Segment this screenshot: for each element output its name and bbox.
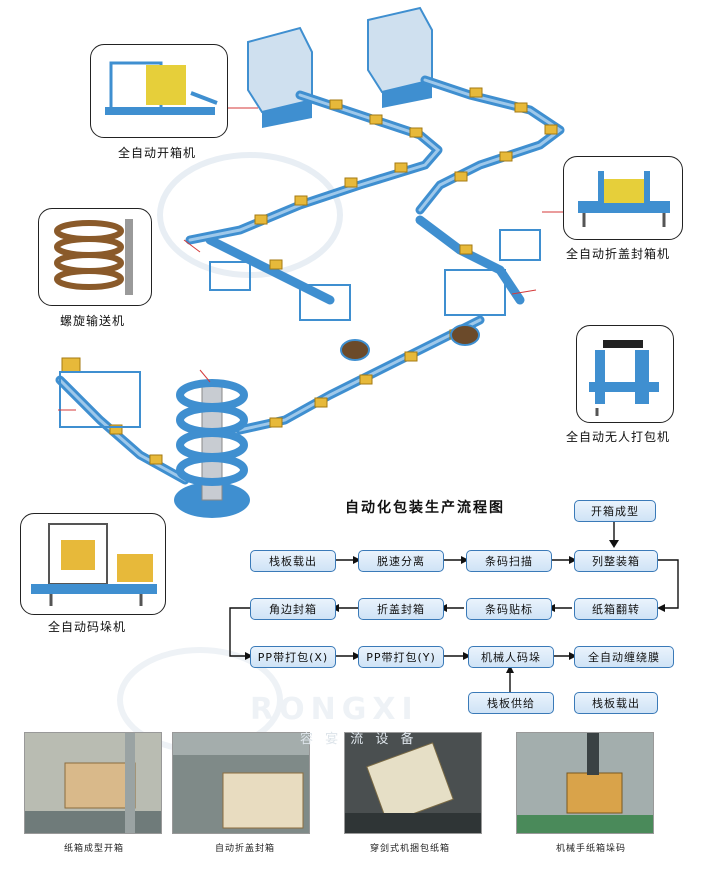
flow-step-flap-seal: 折盖封箱: [358, 598, 444, 620]
watermark-cn: 容 宴 流 设 备: [300, 732, 418, 747]
photo-robot-palletizing: [516, 732, 654, 834]
caption-robot-palletizing: 机械手纸箱垛码: [556, 844, 627, 854]
watermark-brand: RONGXI: [250, 692, 419, 727]
conveyor-path-3: [205, 235, 335, 305]
flowchart-title: 自动化包装生产流程图: [345, 500, 505, 516]
caption-case-erecting: 纸箱成型开箱: [64, 844, 125, 854]
label-palletizer: 全自动码垛机: [48, 620, 127, 634]
flow-step-stretch-wrap: 全自动缠绕膜: [574, 646, 674, 668]
strapping-units: [340, 324, 480, 361]
flow-step-decel-separate: 脱速分离: [358, 550, 444, 572]
label-case-sealer: 全自动折盖封箱机: [566, 247, 671, 261]
flow-step-corner-seal: 角边封箱: [250, 598, 336, 620]
label-spiral-conveyor: 螺旋输送机: [60, 314, 126, 328]
spiral-conveyor-drawing: [174, 379, 250, 518]
flow-step-pallet-out-1: 栈板载出: [250, 550, 336, 572]
machine-card-palletizer: [20, 513, 166, 615]
erector-cabinet-right: [367, 6, 433, 108]
flow-step-robot-palletize: 机械人码垛: [468, 646, 554, 668]
flow-step-barcode-scan: 条码扫描: [466, 550, 552, 572]
flow-step-pallet-supply: 栈板供给: [468, 692, 554, 714]
flow-step-box-erecting: 开箱成型: [574, 500, 656, 522]
photo-case-erecting: [24, 732, 162, 834]
flow-step-carton-flip: 纸箱翻转: [574, 598, 658, 620]
carton-boxes: [61, 87, 558, 465]
caption-flap-sealing: 自动折盖封箱: [215, 844, 276, 854]
flow-step-arrange-pack: 列整装箱: [574, 550, 658, 572]
flow-step-pallet-out-2: 栈板载出: [574, 692, 658, 714]
label-case-erector: 全自动开箱机: [118, 146, 197, 160]
machine-card-spiral-conveyor: [38, 208, 152, 306]
flow-step-strap-y: PP带打包(Y): [358, 646, 444, 668]
erector-cabinet-left: [247, 26, 313, 128]
label-strapper: 全自动无人打包机: [566, 430, 671, 444]
machine-card-case-sealer: [563, 156, 683, 240]
machine-card-strapper: [576, 325, 674, 423]
flow-step-barcode-label: 条码贴标: [466, 598, 552, 620]
caption-strapping: 穿剑式机捆包纸箱: [370, 844, 451, 854]
photo-strapping: [344, 732, 482, 834]
conveyor-path-4: [415, 215, 525, 305]
photo-flap-sealing: [172, 732, 310, 834]
flow-step-strap-x: PP带打包(X): [250, 646, 336, 668]
machine-card-case-erector: [90, 44, 228, 138]
